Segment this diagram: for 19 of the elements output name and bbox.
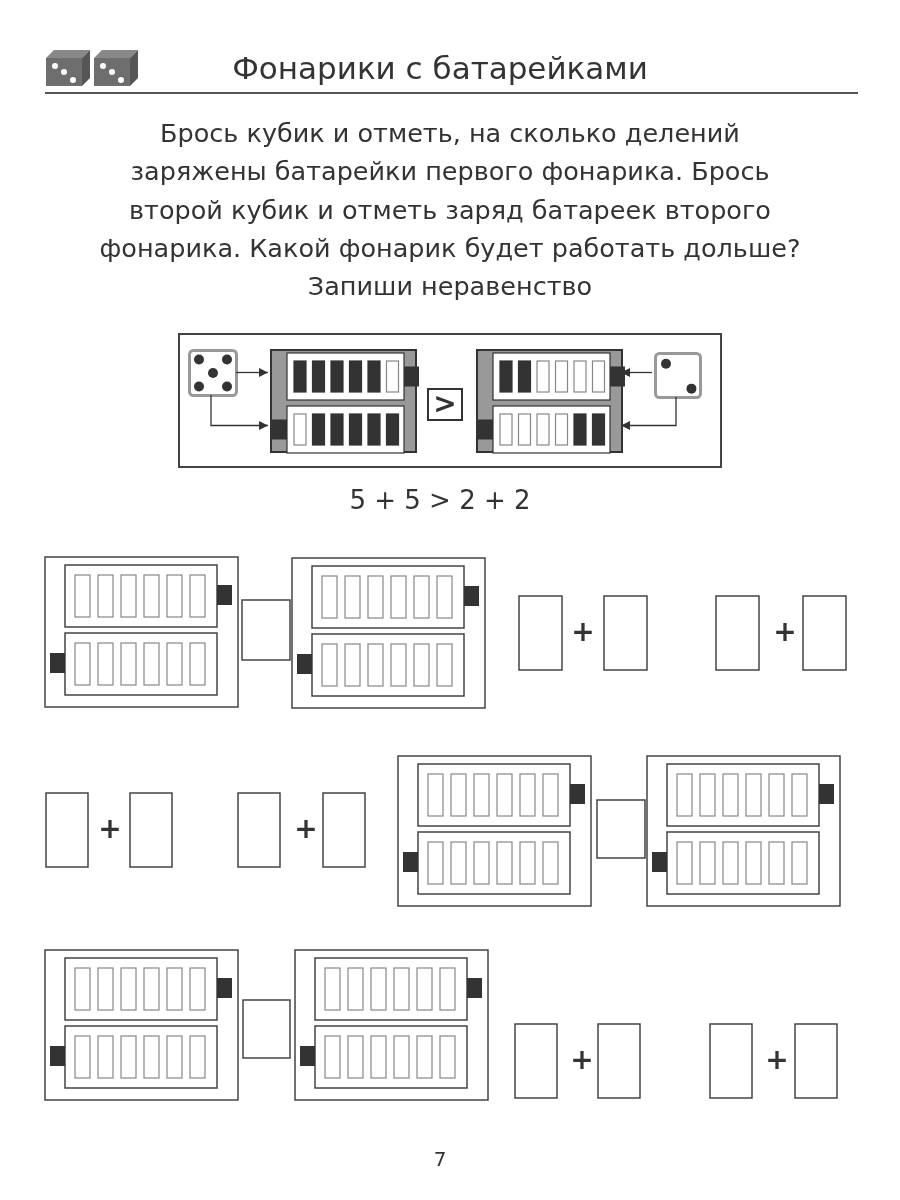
plus-sign: + bbox=[98, 812, 122, 846]
comparison-box: > bbox=[427, 388, 463, 421]
page-number: 7 bbox=[432, 1146, 448, 1173]
flashlight bbox=[270, 349, 417, 453]
arrow bbox=[235, 367, 269, 378]
arrow bbox=[620, 396, 677, 431]
plus-sign: + bbox=[773, 615, 797, 649]
plus-sign: + bbox=[765, 1043, 789, 1077]
title: Фонарики с батарейками bbox=[231, 49, 649, 88]
plus-sign: + bbox=[294, 812, 318, 846]
flashlight bbox=[476, 349, 623, 453]
arrow bbox=[210, 394, 269, 431]
die-drawing bbox=[654, 352, 702, 399]
plus-sign: + bbox=[570, 1043, 594, 1077]
example-frame bbox=[178, 333, 722, 468]
instruction-text: Брось кубик и отметь, на сколько делений заряжены батарейки первого фонарика. Брось второй кубик и отметь заряд батареек второго фонарика. Какой фонарик будет работать дольше? Запиши неравенство bbox=[98, 117, 802, 304]
die-drawing bbox=[188, 349, 238, 397]
example-equation: 5 + 5 > 2 + 2 bbox=[348, 484, 532, 517]
plus-sign: + bbox=[571, 615, 595, 649]
